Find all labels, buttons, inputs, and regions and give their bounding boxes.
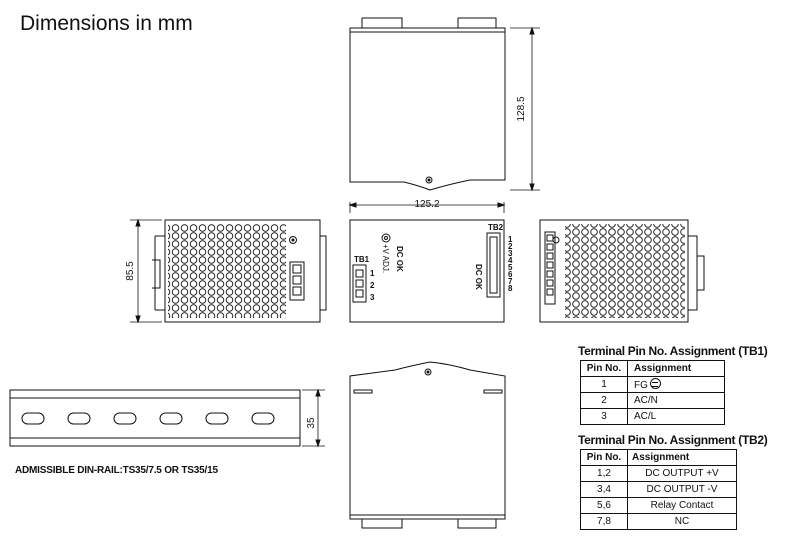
tb2-pin-4: 4: [508, 256, 513, 265]
dc-ok-label-front: DC OK: [395, 246, 404, 272]
table-cell: 5,6: [580, 497, 628, 514]
tb2-pin-7: 7: [508, 277, 513, 286]
table-cell: 3: [580, 408, 628, 425]
table-cell: 2: [580, 392, 628, 409]
rail-height-dim-label: 35: [306, 417, 317, 429]
table-cell-text: FG: [634, 380, 648, 391]
table-cell: AC/N: [627, 392, 725, 409]
din-rail: [9, 388, 325, 448]
height-dim-label: 128.5: [516, 96, 527, 121]
tb1-pin-3: 3: [370, 293, 375, 302]
tb2-table-title: Terminal Pin No. Assignment (TB2): [578, 433, 768, 447]
din-rail-note: ADMISSIBLE DIN-RAIL:TS35/7.5 OR TS35/15: [15, 465, 218, 476]
table-header: Pin No.: [580, 449, 628, 466]
table-cell: DC OUTPUT -V: [627, 481, 737, 498]
tb2-pin-5: 5: [508, 263, 513, 272]
tb2-pin-6: 6: [508, 270, 513, 279]
table-header: Pin No.: [580, 360, 628, 377]
ground-icon: [649, 378, 661, 389]
tb1-pin-2: 2: [370, 281, 375, 290]
table-row: 2 AC/N: [580, 392, 725, 409]
table-row: 1 FG: [580, 376, 725, 393]
tb1-table: Pin No. Assignment 1 FG 2 AC/N 3 AC/L: [580, 360, 725, 425]
bottom-view: [349, 361, 506, 529]
tb2-pin-8: 8: [508, 284, 513, 293]
table-row: 3 AC/L: [580, 408, 725, 425]
table-row: 3,4 DC OUTPUT -V: [580, 481, 737, 498]
tb2-label: TB2: [488, 223, 504, 232]
tb2-table: Pin No. Assignment 1,2 DC OUTPUT +V 3,4 …: [580, 449, 737, 530]
table-cell: 3,4: [580, 481, 628, 498]
table-row: 1,2 DC OUTPUT +V: [580, 465, 737, 482]
top-view: [349, 17, 540, 192]
table-row: 5,6 Relay Contact: [580, 497, 737, 514]
table-cell: FG: [627, 376, 725, 393]
tb1-table-title: Terminal Pin No. Assignment (TB1): [578, 344, 768, 358]
table-header: Assignment: [627, 449, 737, 466]
front-view: [348, 202, 506, 323]
adj-label: +V ADJ.: [381, 244, 390, 273]
tb1-pin-1: 1: [370, 269, 375, 278]
right-side-view: [539, 219, 705, 323]
dc-ok-label-tb2: DC OK: [474, 264, 483, 290]
left-side-view: [130, 218, 327, 324]
page-title: Dimensions in mm: [20, 12, 193, 35]
tb2-pin-3: 3: [508, 249, 513, 258]
tb2-pin-2: 2: [508, 242, 513, 251]
table-cell: 1: [580, 376, 628, 393]
depth-dim-label: 85.5: [125, 261, 136, 281]
tb2-pin-1: 1: [508, 235, 513, 244]
table-cell: Relay Contact: [627, 497, 737, 514]
table-cell: NC: [627, 513, 737, 530]
table-header: Assignment: [627, 360, 725, 377]
table-row: 7,8 NC: [580, 513, 737, 530]
table-cell: 1,2: [580, 465, 628, 482]
table-cell: AC/L: [627, 408, 725, 425]
tb1-label: TB1: [354, 255, 370, 264]
width-dim-label: 125.2: [414, 199, 439, 210]
table-cell: DC OUTPUT +V: [627, 465, 737, 482]
table-cell: 7,8: [580, 513, 628, 530]
